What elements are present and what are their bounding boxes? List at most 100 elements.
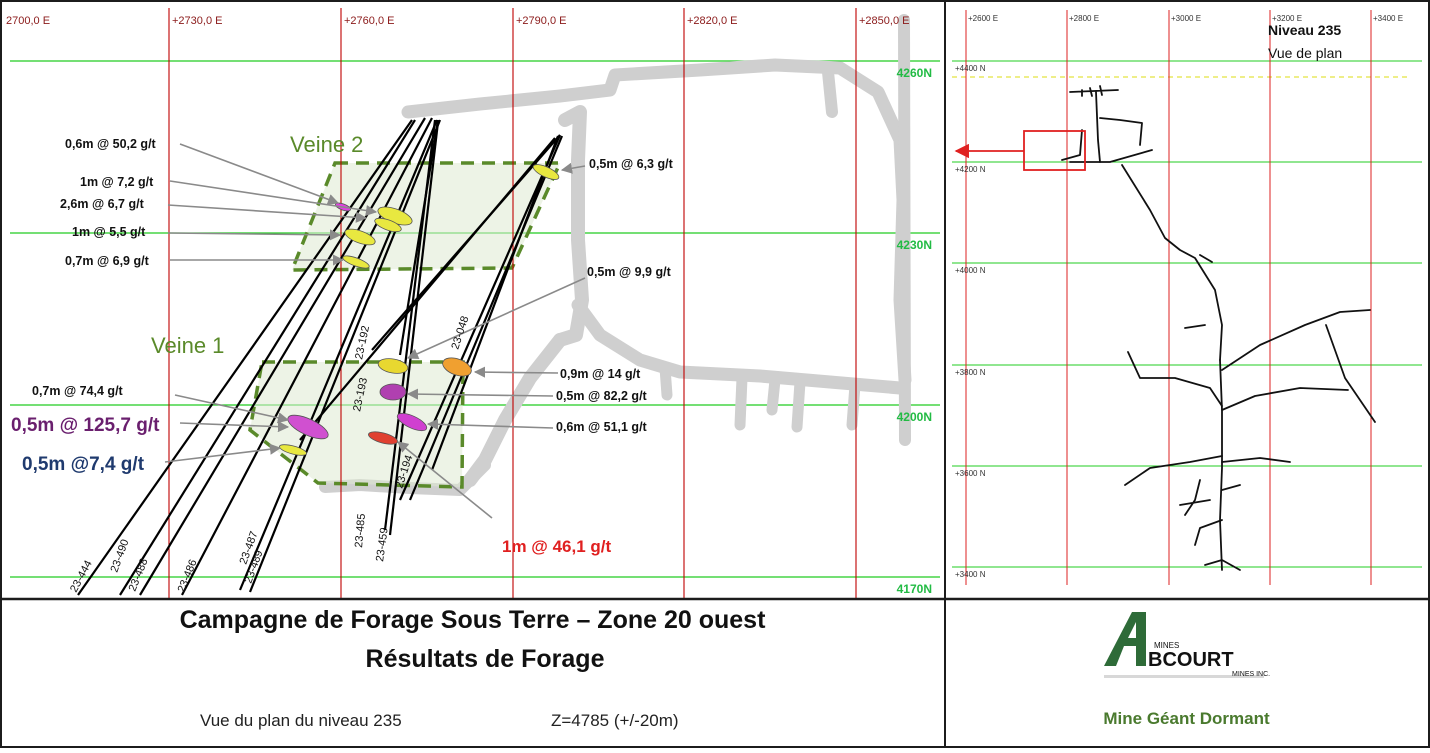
assay-label: 1m @ 7,2 g/t [80, 175, 154, 189]
inset-northing-label: +3600 N [955, 469, 986, 478]
inset-northing-label: +3400 N [955, 570, 986, 579]
hole-extra [408, 135, 564, 501]
assay-label: 0,5m @ 9,9 g/t [587, 265, 672, 279]
intersection-disc [374, 217, 402, 233]
inset-northing-label: +4400 N [955, 64, 986, 73]
leader-arrow [406, 277, 586, 359]
intersection-disc [532, 164, 560, 180]
leader-arrow [164, 443, 282, 463]
hole-23-459 [388, 121, 440, 536]
hole-23-485 [383, 119, 437, 531]
vein-1-label: Veine 1 [151, 333, 224, 358]
assay-label: 0,7m @ 6,9 g/t [65, 254, 150, 268]
leader-arrow [473, 366, 559, 378]
assay-label: 0,9m @ 14 g/t [560, 367, 641, 381]
easting-label: +2820,0 E [687, 15, 737, 27]
assay-label-highlight: 1m @ 46,1 g/t [502, 537, 612, 556]
northing-labels: 4260N 4230N 4200N 4170N [897, 66, 932, 596]
intersection-disc [396, 412, 428, 432]
inset-easting-label: +2800 E [1069, 14, 1099, 23]
mine-name: Mine Géant Dormant [1103, 709, 1270, 728]
bottom-drift [319, 459, 491, 496]
easting-label: +2850,0 E [859, 15, 909, 27]
inset-working [1221, 309, 1371, 371]
inset-easting-label: +3400 E [1373, 14, 1403, 23]
leader-arrow [560, 162, 586, 174]
hole-23-194 [398, 134, 562, 501]
inset-working [1061, 129, 1153, 163]
inset-northing-label: +3800 N [955, 368, 986, 377]
intersections [279, 164, 560, 456]
assay-label: 0,7m @ 74,4 g/t [32, 384, 124, 398]
logo-a-shape [1104, 612, 1146, 666]
inset-easting-labels: +2600 E +2800 E +3000 E +3200 E +3400 E [968, 14, 1403, 23]
cross-drift [553, 105, 589, 347]
northing-label: 4200N [897, 410, 932, 424]
underground-drifts [319, 14, 912, 496]
leader-arrow [426, 418, 554, 430]
diagonal-ramp [463, 333, 567, 487]
plan-view-caption: Vue du plan du niveau 235 [200, 711, 402, 730]
assay-label: 1m @ 5,5 g/t [72, 225, 146, 239]
title-line-1: Campagne de Forage Sous Terre – Zone 20 … [179, 606, 766, 634]
intersection-disc [377, 358, 409, 374]
inset-working [1127, 351, 1349, 411]
assay-label-highlight: 0,5m @7,4 g/t [22, 454, 145, 475]
assay-label: 0,5m @ 6,3 g/t [589, 157, 674, 171]
lower-drift [571, 298, 907, 395]
leader-arrow [406, 388, 554, 400]
hole-23-490 [119, 119, 416, 596]
logo-mines-inc: MINES INC. [1232, 671, 1270, 678]
elevation-caption: Z=4785 (+/-20m) [551, 711, 679, 730]
inset-working [1069, 85, 1119, 97]
northing-label: 4260N [897, 66, 932, 80]
inset-easting-grid [965, 10, 1372, 585]
inset-working [1121, 164, 1223, 361]
assay-label-highlight: 0,5m @ 125,7 g/t [11, 415, 160, 436]
assay-label: 2,6m @ 6,7 g/t [60, 197, 145, 211]
main-map: 2700,0 E +2730,0 E +2760,0 E +2790,0 E +… [6, 8, 940, 598]
hole-extra-2 [299, 137, 556, 441]
intersection-disc [442, 357, 472, 377]
northing-label: 4230N [897, 238, 932, 252]
easting-labels: 2700,0 E +2730,0 E +2760,0 E +2790,0 E +… [6, 15, 909, 27]
hole-label: 23-485 [353, 513, 368, 548]
leader-arrow [179, 421, 290, 433]
location-box [1023, 130, 1086, 171]
northing-label: 4170N [897, 582, 932, 596]
inset-easting-label: +2600 E [968, 14, 998, 23]
vein-2-label: Veine 2 [290, 132, 363, 157]
inset-northing-grid [952, 60, 1422, 568]
hole-label: 23-459 [374, 527, 391, 563]
assay-labels: 0,6m @ 50,2 g/t 1m @ 7,2 g/t 2,6m @ 6,7 … [11, 137, 674, 556]
inset-working [1219, 359, 1223, 571]
logo-mines-small: MINES [1154, 641, 1179, 650]
leader-arrow [167, 204, 368, 223]
assay-label: 0,6m @ 51,1 g/t [556, 420, 648, 434]
level-title: Niveau 235 [1268, 22, 1341, 38]
lower-stubs [659, 362, 861, 433]
hole-23-489 [248, 119, 442, 593]
inset-easting-label: +3200 E [1272, 14, 1302, 23]
inset-working [1124, 455, 1291, 486]
inset-working [1179, 479, 1241, 546]
inset-working [1204, 559, 1241, 571]
title-line-2: Résultats de Forage [365, 645, 605, 673]
easting-label: 2700,0 E [6, 15, 50, 27]
leader-arrow [174, 394, 290, 424]
inset-workings [1061, 85, 1376, 571]
logo-a-notch [1128, 622, 1136, 638]
inset-northing-labels: +4400 N +4200 N +4000 N +3800 N +3600 N … [955, 64, 986, 579]
assay-label: 0,5m @ 82,2 g/t [556, 389, 648, 403]
hole-23-486 [181, 117, 433, 596]
hole-label: 23-490 [109, 538, 132, 574]
hole-23-192 [398, 119, 440, 356]
right-shaft [898, 14, 911, 446]
logo-brand: BCOURT [1148, 649, 1234, 671]
leader-arrow [179, 143, 340, 205]
leader-arrow [167, 229, 342, 241]
hole-label: 23-488 [127, 557, 151, 593]
